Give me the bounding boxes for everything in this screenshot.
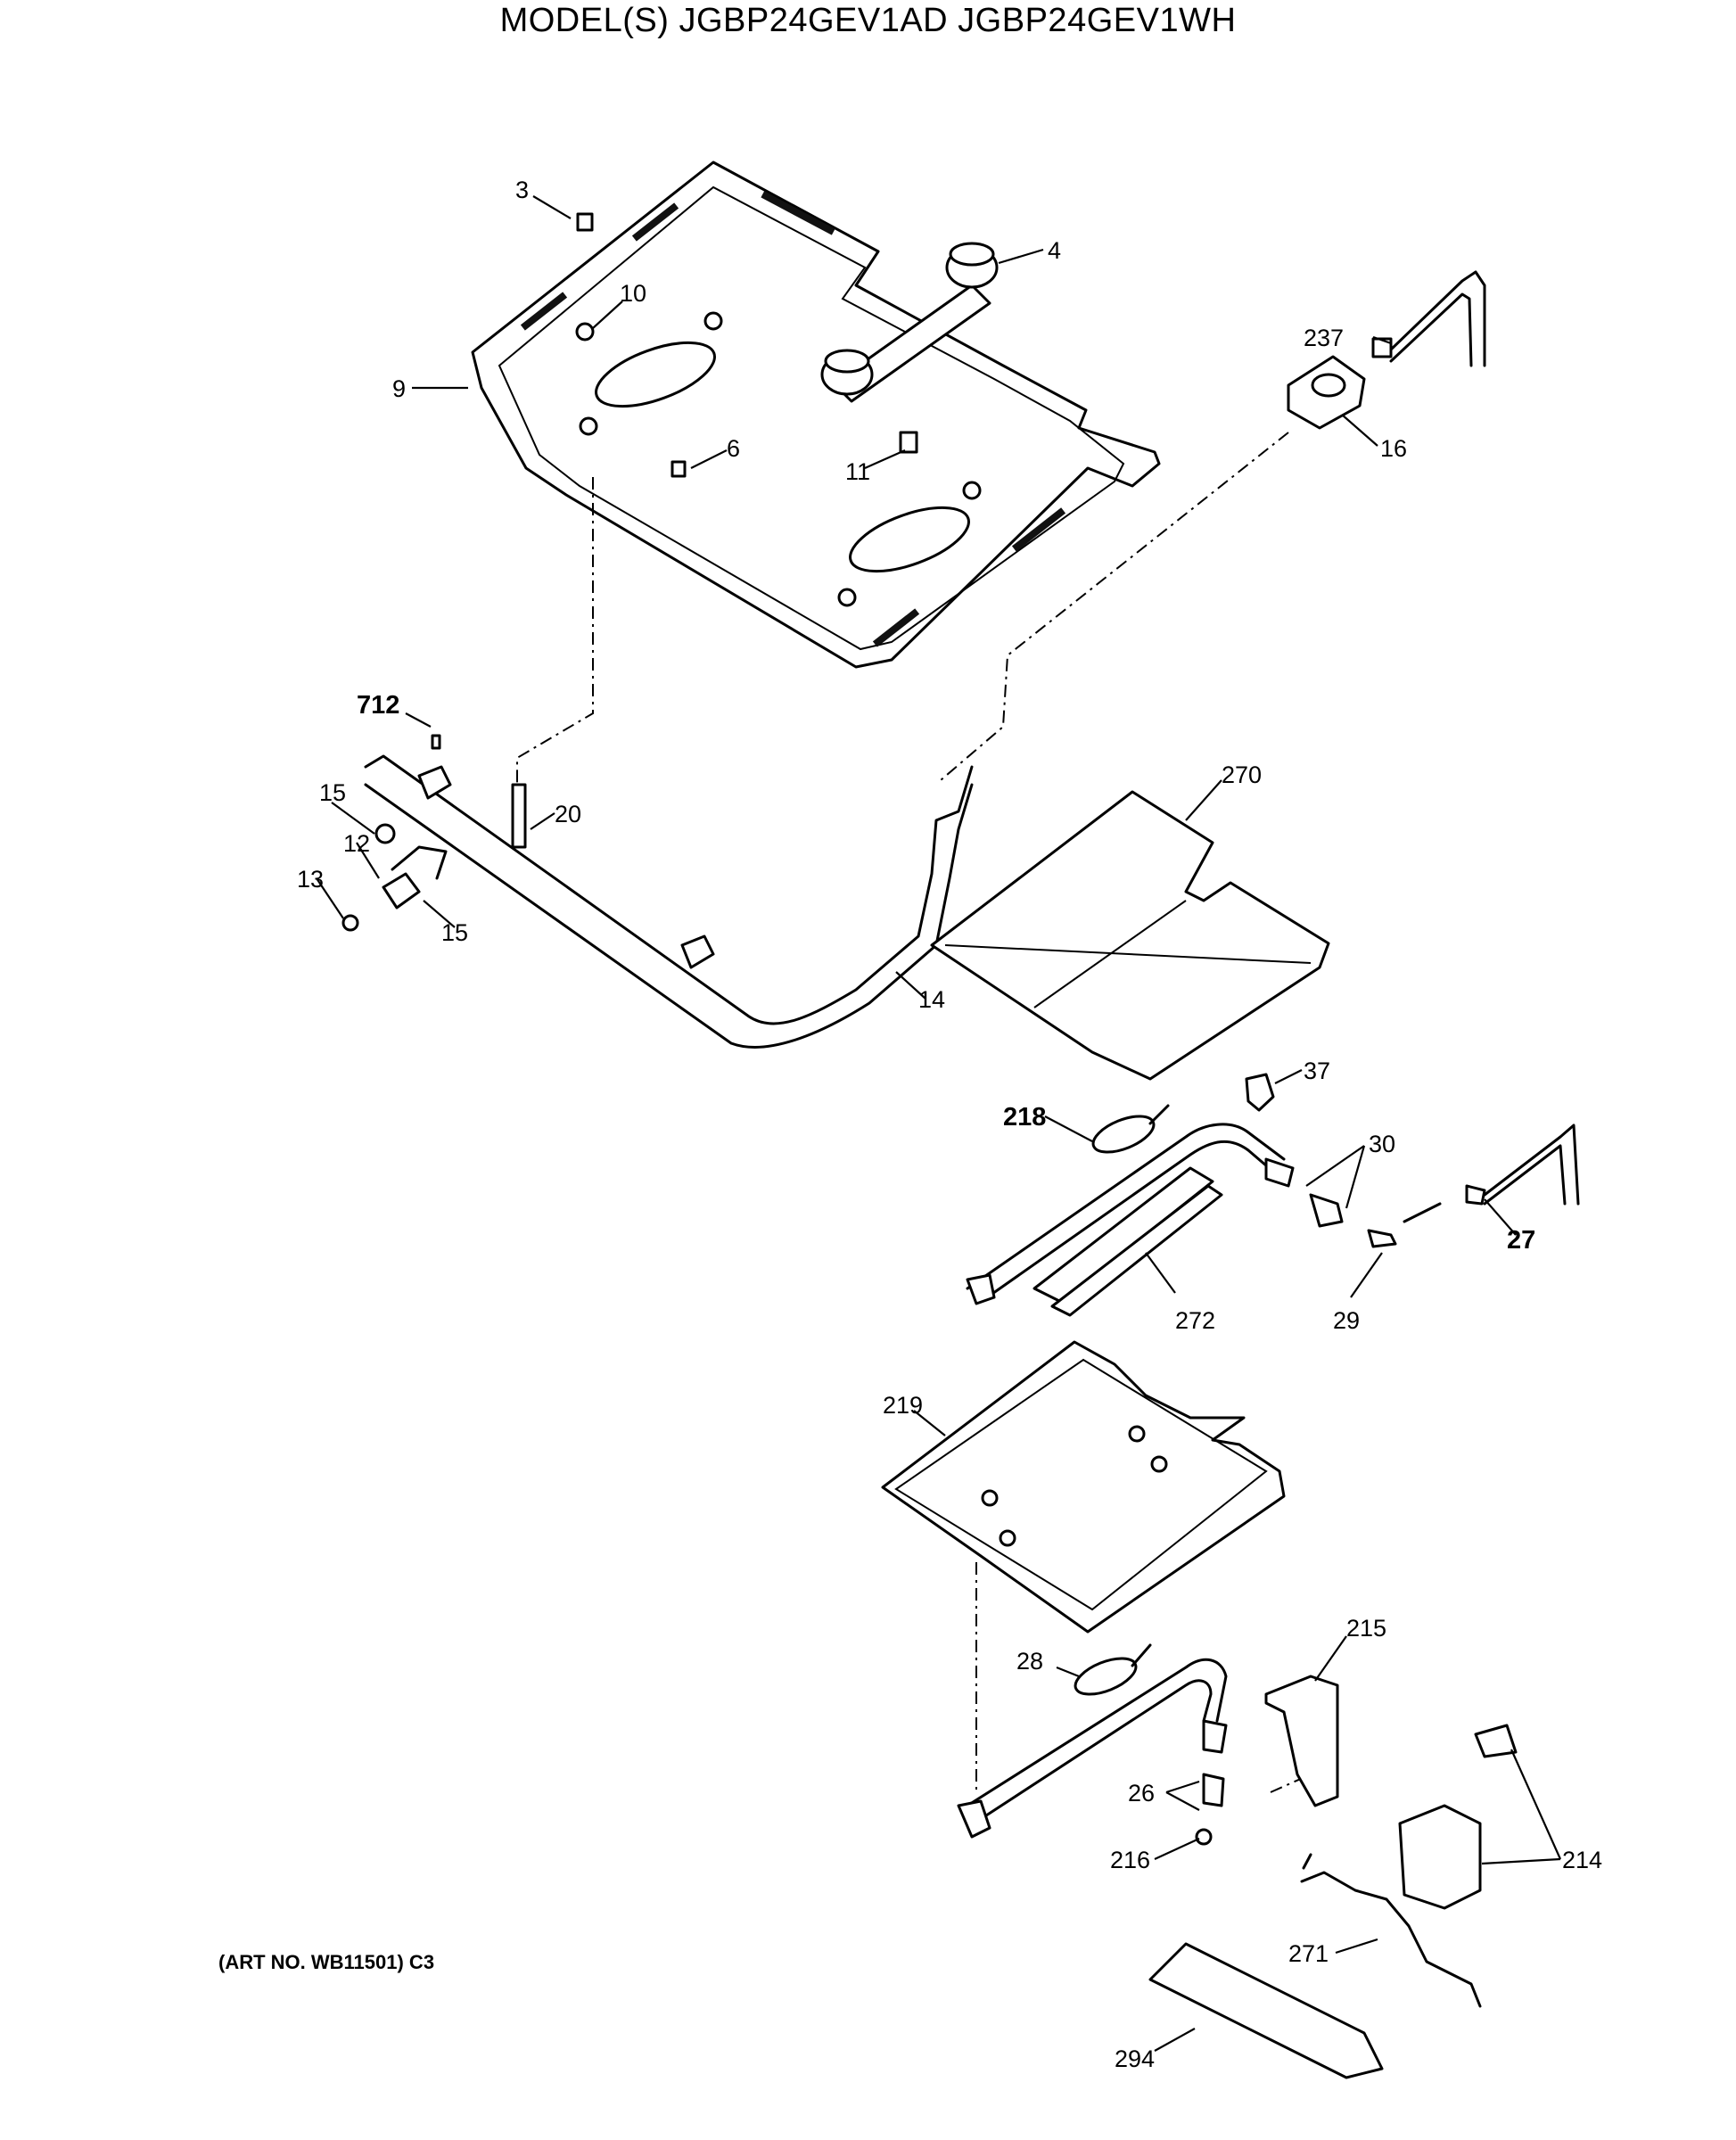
- igniter-218-part: [1091, 1073, 1275, 1154]
- callout-219: 219: [883, 1392, 923, 1419]
- manifold-pipe-part: [341, 734, 974, 1049]
- callout-294: 294: [1115, 2045, 1155, 2072]
- callout-12: 12: [343, 830, 370, 857]
- callout-272: 272: [1175, 1307, 1215, 1334]
- callout-28: 28: [1016, 1648, 1043, 1675]
- oven-bottom-219: [881, 1340, 1286, 1634]
- callout-37: 37: [1304, 1058, 1330, 1084]
- callout-labels: 3 4 10 9 6 11 237 16 712 15 20 12 13 15 …: [297, 177, 1602, 2072]
- callout-215: 215: [1346, 1615, 1386, 1642]
- callout-15-upper: 15: [319, 779, 346, 806]
- callout-3: 3: [515, 177, 529, 203]
- art-number: (ART NO. WB11501) C3: [218, 1951, 435, 1973]
- callout-16: 16: [1380, 435, 1407, 462]
- callout-14: 14: [918, 986, 945, 1013]
- callout-214: 214: [1562, 1847, 1602, 1873]
- callout-27: 27: [1507, 1226, 1535, 1255]
- callout-712: 712: [357, 691, 399, 720]
- callout-30: 30: [1369, 1131, 1395, 1157]
- callout-9: 9: [392, 375, 406, 402]
- broil-burner-assembly: [957, 1643, 1228, 1846]
- callout-6: 6: [727, 435, 740, 462]
- lower-parts-214-215-271-294: [1148, 1675, 1518, 2079]
- callout-26: 26: [1128, 1780, 1155, 1807]
- callout-271: 271: [1288, 1940, 1329, 1967]
- burner-heads-part: [820, 242, 999, 403]
- callout-15-lower: 15: [441, 919, 468, 946]
- leader-lines: [316, 195, 1562, 2052]
- bake-burner-assembly: [966, 1123, 1580, 1317]
- callout-29: 29: [1333, 1307, 1360, 1334]
- callout-270: 270: [1222, 761, 1262, 788]
- callout-237: 237: [1304, 325, 1344, 351]
- callout-218: 218: [1003, 1103, 1046, 1132]
- callout-20: 20: [555, 801, 581, 827]
- small-hardware: [575, 212, 918, 478]
- shield-part-270: [930, 790, 1330, 1081]
- model-title: MODEL(S) JGBP24GEV1AD JGBP24GEV1WH: [499, 2, 1237, 39]
- callout-4: 4: [1048, 237, 1061, 264]
- burner-box-part: [471, 160, 1161, 669]
- callout-10: 10: [620, 280, 646, 307]
- orifice-tube-and-bracket: [1287, 270, 1486, 430]
- callout-11: 11: [845, 458, 870, 485]
- callout-13: 13: [297, 866, 324, 893]
- callout-216: 216: [1110, 1847, 1150, 1873]
